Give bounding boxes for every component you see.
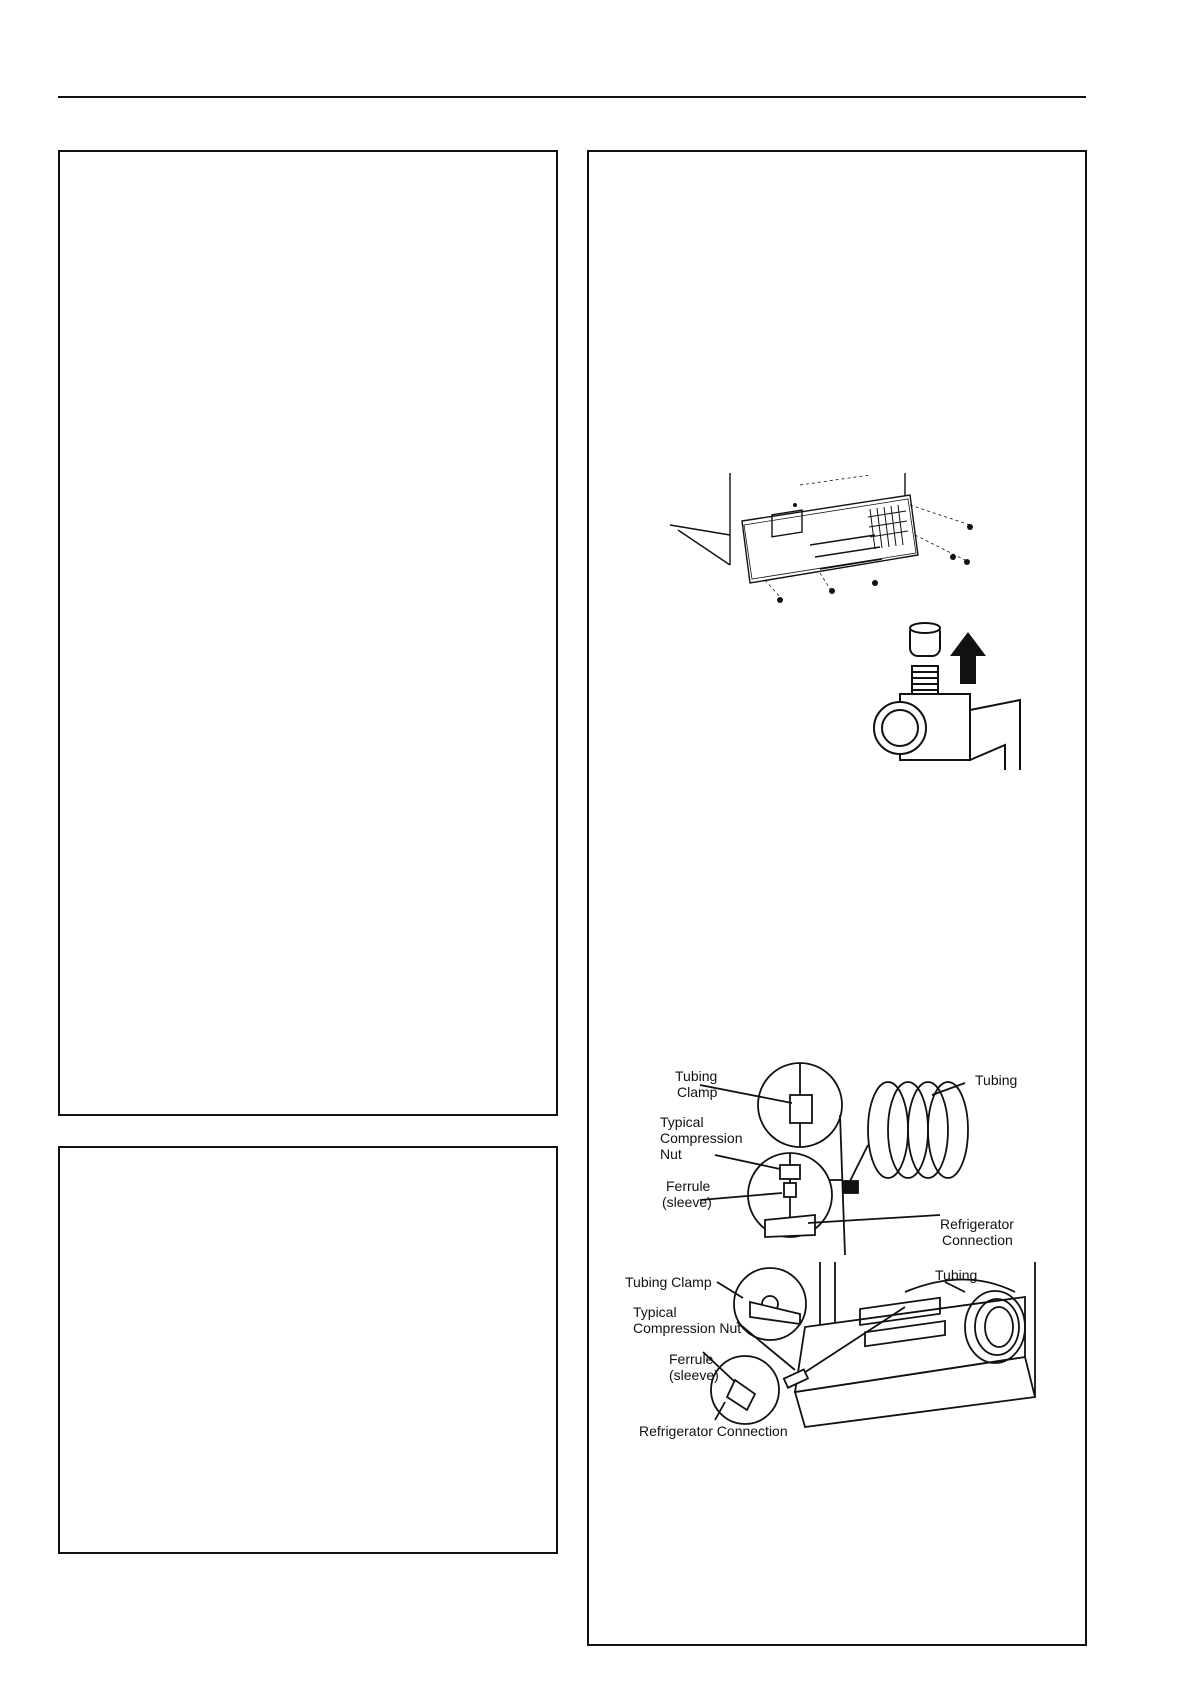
label-tubing-2: Tubing <box>935 1267 977 1283</box>
label-tubing-clamp: Tubing Clamp <box>625 1274 712 1290</box>
left-upper-panel <box>58 150 558 1116</box>
valve-cap-figure <box>873 622 1021 770</box>
label-refrigerator-connection: Refrigerator Connection <box>639 1423 788 1439</box>
access-panel-figure <box>669 473 973 603</box>
label-clamp: Clamp <box>677 1084 718 1100</box>
label-compression: Compression <box>660 1130 742 1146</box>
label-typical: Typical <box>660 1114 704 1130</box>
label-sleeve-2: (sleeve) <box>669 1367 719 1383</box>
label-connection: Connection <box>942 1232 1013 1248</box>
label-ferrule: Ferrule <box>666 1178 711 1194</box>
up-arrow-icon <box>950 632 986 684</box>
label-compression-nut: Compression Nut <box>633 1320 741 1336</box>
label-sleeve: (sleeve) <box>662 1194 712 1210</box>
header-rule <box>58 96 1086 98</box>
label-refrigerator: Refrigerator <box>940 1216 1014 1232</box>
label-tubing: Tubing <box>675 1068 717 1084</box>
label-tubing-right: Tubing <box>975 1072 1017 1088</box>
left-lower-panel <box>58 1146 558 1554</box>
rear-connection-figure: Tubing Clamp Typical Compression Nut Fer… <box>625 1262 1037 1439</box>
label-nut: Nut <box>660 1146 682 1162</box>
tubing-detail-figure: Tubing Clamp Typical Compression Nut Fer… <box>660 1062 1017 1256</box>
label-ferrule-2: Ferrule <box>669 1351 714 1367</box>
label-typical-2: Typical <box>633 1304 677 1320</box>
